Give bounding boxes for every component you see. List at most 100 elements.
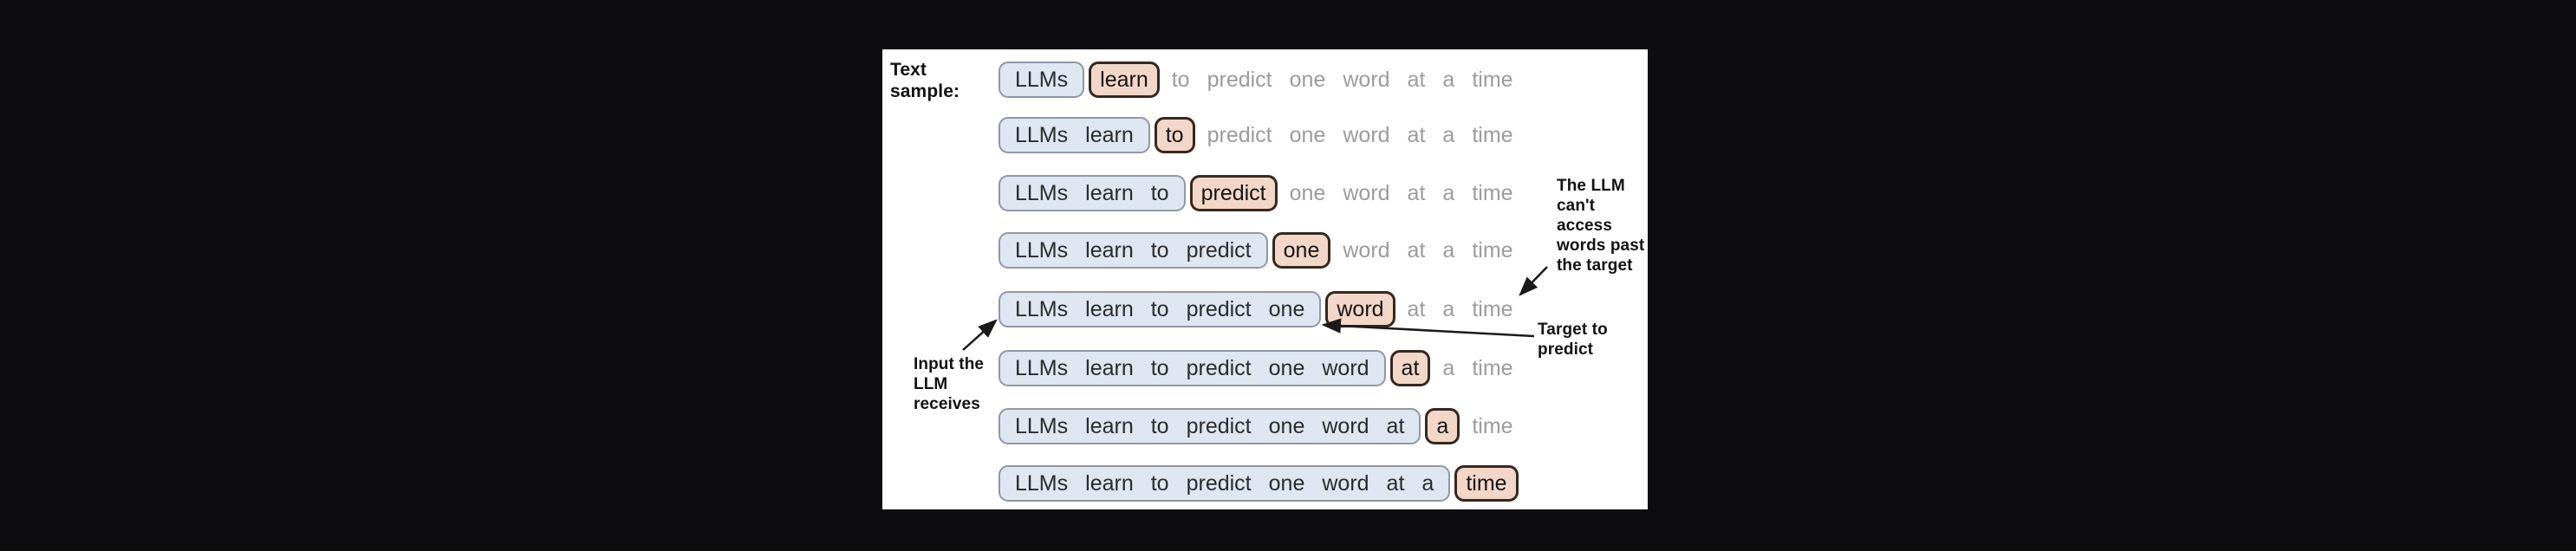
- target-word: predict: [1200, 180, 1266, 205]
- future-word: time: [1472, 413, 1513, 438]
- future-word: a: [1442, 180, 1455, 205]
- target-word: word: [1337, 296, 1384, 321]
- context-word: word: [1322, 413, 1369, 438]
- context-word: to: [1150, 355, 1169, 380]
- input-receives-label: Input the LLM receives: [914, 355, 985, 413]
- target-word: at: [1401, 355, 1420, 380]
- target-word-box: time: [1454, 465, 1519, 502]
- target-to-predict-label: Target to predict: [1538, 321, 1608, 359]
- future-word: time: [1472, 67, 1513, 92]
- context-word: predict: [1186, 355, 1252, 380]
- context-word: LLMs: [1015, 296, 1069, 321]
- context-word: word: [1322, 355, 1369, 380]
- context-word: at: [1386, 470, 1405, 496]
- future-word: at: [1407, 237, 1426, 263]
- context-word: one: [1268, 413, 1305, 438]
- future-word: word: [1343, 122, 1390, 147]
- context-word: to: [1150, 296, 1169, 321]
- target-word-box: a: [1425, 408, 1460, 444]
- context-word: one: [1268, 470, 1305, 496]
- context-word: LLMs: [1015, 470, 1069, 496]
- future-word: a: [1442, 237, 1455, 263]
- context-word: LLMs: [1015, 122, 1069, 147]
- future-word: a: [1442, 355, 1455, 380]
- target-word: time: [1466, 470, 1507, 496]
- future-word: time: [1472, 237, 1513, 263]
- future-word: word: [1343, 180, 1390, 205]
- context-word: word: [1322, 470, 1369, 496]
- future-word: a: [1442, 122, 1455, 147]
- context-word: at: [1386, 413, 1405, 438]
- context-word: predict: [1186, 413, 1252, 438]
- context-word: to: [1150, 180, 1169, 205]
- context-word: LLMs: [1015, 237, 1069, 263]
- target-word: a: [1436, 413, 1449, 438]
- context-word: learn: [1085, 237, 1134, 263]
- context-box: LLMs: [999, 62, 1085, 98]
- future-word: a: [1442, 296, 1455, 321]
- context-word: LLMs: [1015, 180, 1069, 205]
- text-sample-label: Text sample:: [890, 60, 960, 101]
- context-word: LLMs: [1015, 413, 1069, 438]
- future-word: word: [1343, 237, 1390, 263]
- context-word: LLMs: [1015, 355, 1069, 380]
- future-word: one: [1289, 67, 1326, 92]
- context-word: learn: [1085, 413, 1134, 438]
- future-word: to: [1171, 67, 1190, 92]
- context-word: to: [1150, 413, 1169, 438]
- context-word: predict: [1186, 237, 1252, 263]
- target-word-box: one: [1272, 232, 1331, 269]
- context-word: learn: [1085, 470, 1134, 496]
- context-word: one: [1268, 296, 1305, 321]
- future-word: predict: [1207, 122, 1272, 147]
- future-word: predict: [1207, 67, 1272, 92]
- context-box: LLMs learn: [999, 117, 1150, 153]
- future-word: time: [1472, 296, 1513, 321]
- future-word: time: [1472, 122, 1513, 147]
- future-word: time: [1472, 180, 1513, 205]
- target-word-box: at: [1389, 350, 1431, 386]
- target-word-box: predict: [1189, 175, 1278, 211]
- future-word: one: [1289, 122, 1326, 147]
- context-word: learn: [1085, 122, 1134, 147]
- context-word: learn: [1085, 180, 1134, 205]
- cant-access-label: The LLM can't access words past the targ…: [1557, 177, 1645, 275]
- context-word: predict: [1186, 296, 1252, 321]
- context-word: learn: [1085, 355, 1134, 380]
- future-word: word: [1343, 67, 1390, 92]
- future-word: a: [1442, 67, 1455, 92]
- context-word: learn: [1085, 296, 1134, 321]
- target-word-box: to: [1154, 117, 1195, 153]
- future-word: at: [1407, 122, 1426, 147]
- context-word: one: [1268, 355, 1305, 380]
- context-word: predict: [1186, 470, 1252, 496]
- target-word: to: [1165, 122, 1184, 147]
- target-word-box: word: [1325, 291, 1395, 327]
- context-word: to: [1150, 237, 1169, 263]
- future-word: at: [1407, 296, 1426, 321]
- target-word-box: learn: [1089, 62, 1160, 98]
- future-word: at: [1407, 180, 1426, 205]
- target-word: learn: [1100, 67, 1148, 92]
- future-word: time: [1472, 355, 1513, 380]
- future-word: at: [1407, 67, 1426, 92]
- target-word: one: [1283, 237, 1320, 263]
- future-word: one: [1289, 180, 1326, 205]
